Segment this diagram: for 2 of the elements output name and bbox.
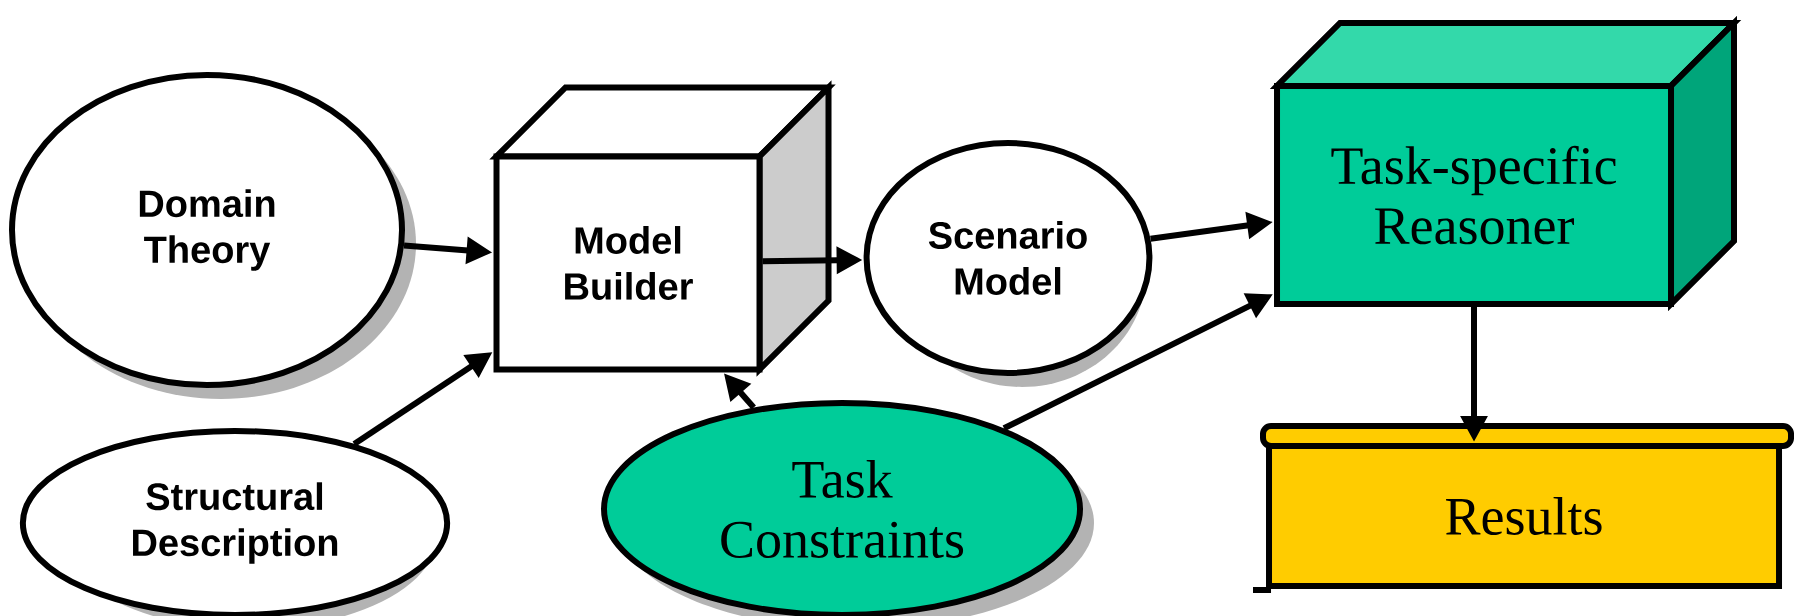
node-label: Structural Description: [133, 482, 338, 564]
scroll: Results: [1253, 423, 1794, 593]
